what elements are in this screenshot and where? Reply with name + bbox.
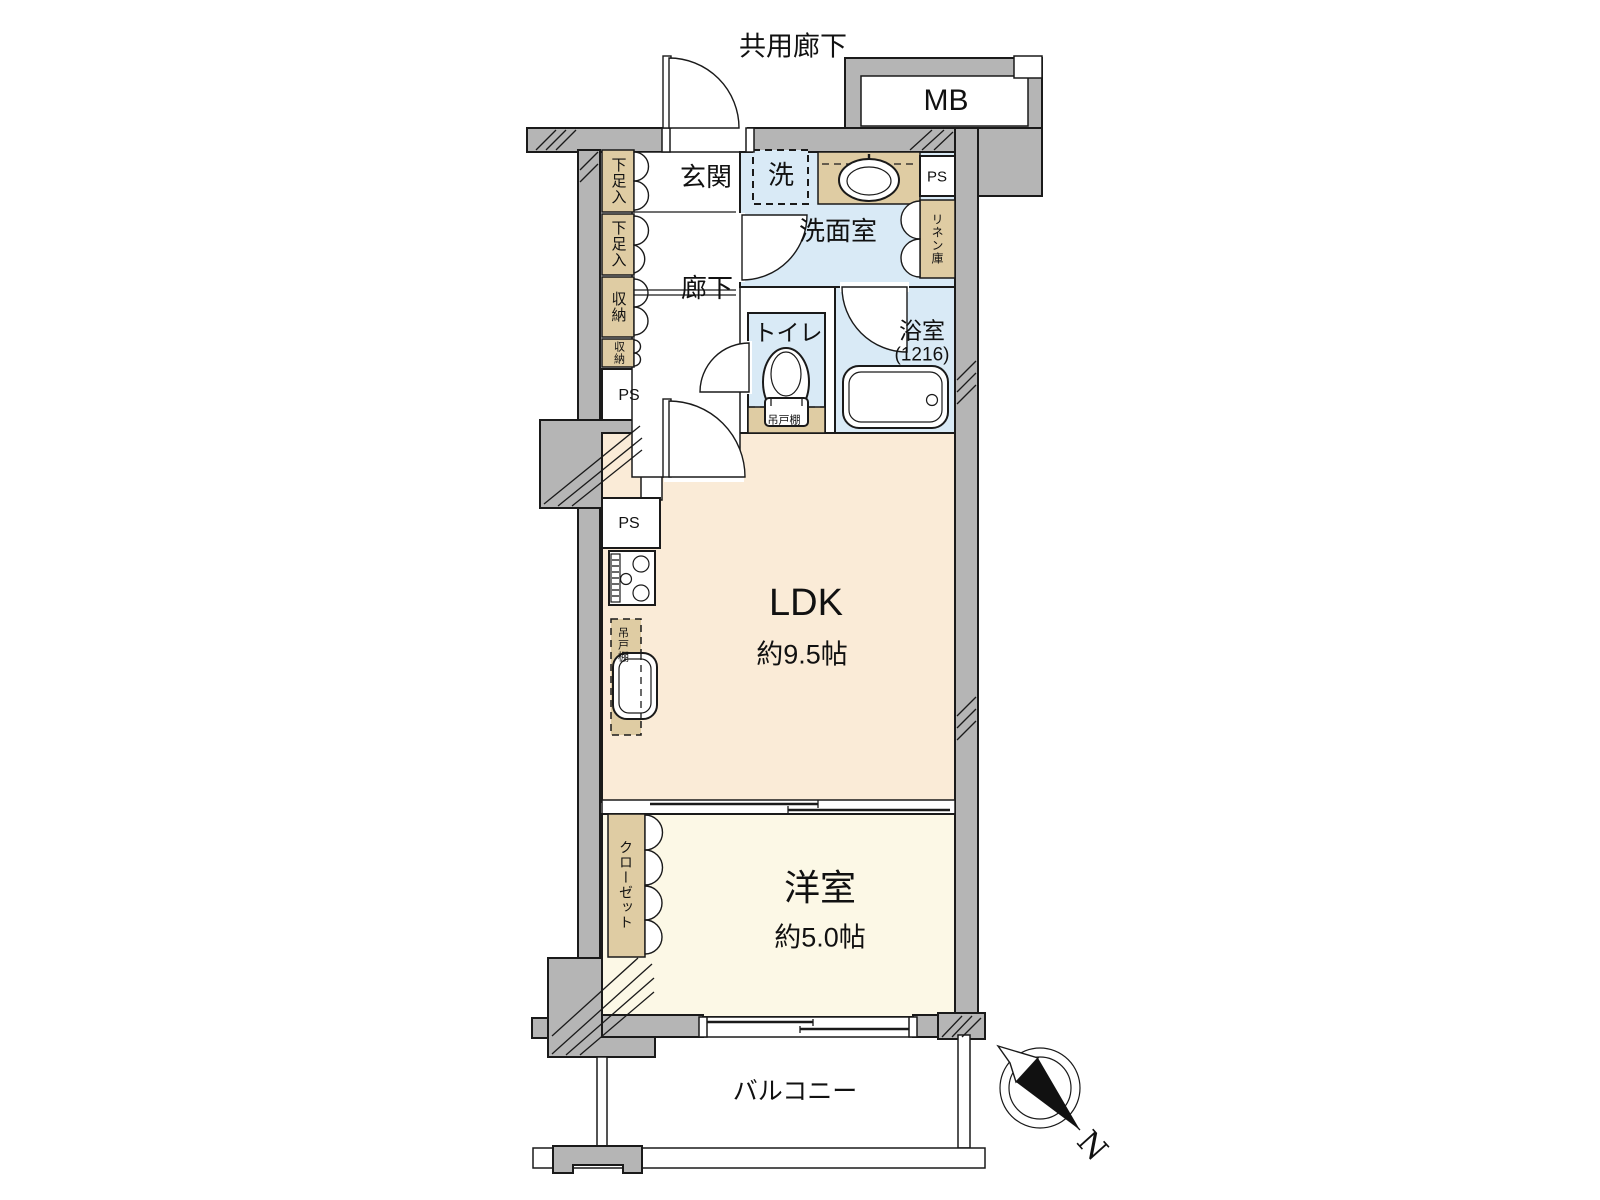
- label-shoe-cabinet-2: 下足入: [609, 220, 627, 268]
- label-ldk-size: 約9.5帖: [756, 639, 848, 670]
- ps-washroom-box: [919, 155, 956, 197]
- label-closet: クローゼット: [618, 840, 634, 930]
- kitchen-area: [608, 550, 658, 736]
- bathroom-door: [841, 286, 908, 353]
- label-toilet: トイレ: [753, 319, 823, 346]
- room-western: [601, 813, 956, 1018]
- stove-icon: [608, 550, 656, 606]
- label-linen-closet: リネン庫: [930, 213, 944, 265]
- label-common-corridor: 共用廊下: [739, 31, 847, 62]
- label-ldk: LDK: [769, 582, 843, 624]
- closet-doors: [644, 814, 664, 955]
- ps-lower-box: [601, 497, 661, 549]
- balcony-window: [702, 1016, 914, 1038]
- washbasin-icon: [838, 154, 900, 202]
- label-laundry: 洗: [767, 160, 795, 190]
- label-kitchen-shelf: 吊戸棚: [616, 627, 629, 663]
- washroom-door: [741, 214, 808, 281]
- label-ps-upper: PS: [618, 387, 640, 404]
- label-western-room: 洋室: [783, 867, 857, 908]
- partition-track: [601, 799, 956, 815]
- toilet-door: [699, 342, 750, 393]
- ldk-door: [662, 398, 746, 478]
- label-meter-box: MB: [923, 84, 969, 117]
- label-balcony: バルコニー: [732, 1077, 858, 1106]
- label-entrance: 玄関: [679, 162, 733, 192]
- label-ps-washroom: PS: [926, 168, 948, 186]
- entry-door: [661, 55, 755, 153]
- shoe-storage-boxes: [601, 149, 650, 368]
- label-bathroom-size: (1216): [894, 344, 950, 366]
- label-hallway: 廊下: [680, 273, 734, 303]
- label-storage-2: 収納: [612, 341, 625, 365]
- label-ps-lower: PS: [618, 515, 640, 532]
- label-toilet-shelf: 吊戸棚: [767, 414, 801, 427]
- balcony-outline: [532, 1034, 986, 1174]
- meter-box: [844, 55, 1043, 141]
- label-western-room-size: 約5.0帖: [774, 922, 866, 953]
- label-storage-1: 収納: [609, 291, 627, 323]
- linen-closet-doors: [900, 200, 921, 278]
- kitchen-sink-icon: [612, 652, 658, 720]
- label-shoe-cabinet-1: 下足入: [609, 157, 627, 205]
- bathtub-icon: [842, 365, 949, 429]
- label-washroom: 洗面室: [798, 216, 878, 246]
- label-bathroom: 浴室: [899, 317, 945, 344]
- laundry-pan: [752, 149, 809, 205]
- outer-walls: [526, 127, 1043, 1058]
- wall-hatching: [535, 129, 982, 1056]
- compass-icon: [996, 1044, 1081, 1131]
- linen-closet-box: [919, 199, 956, 279]
- closet-box: [607, 813, 646, 958]
- toilet-icon: [762, 347, 810, 427]
